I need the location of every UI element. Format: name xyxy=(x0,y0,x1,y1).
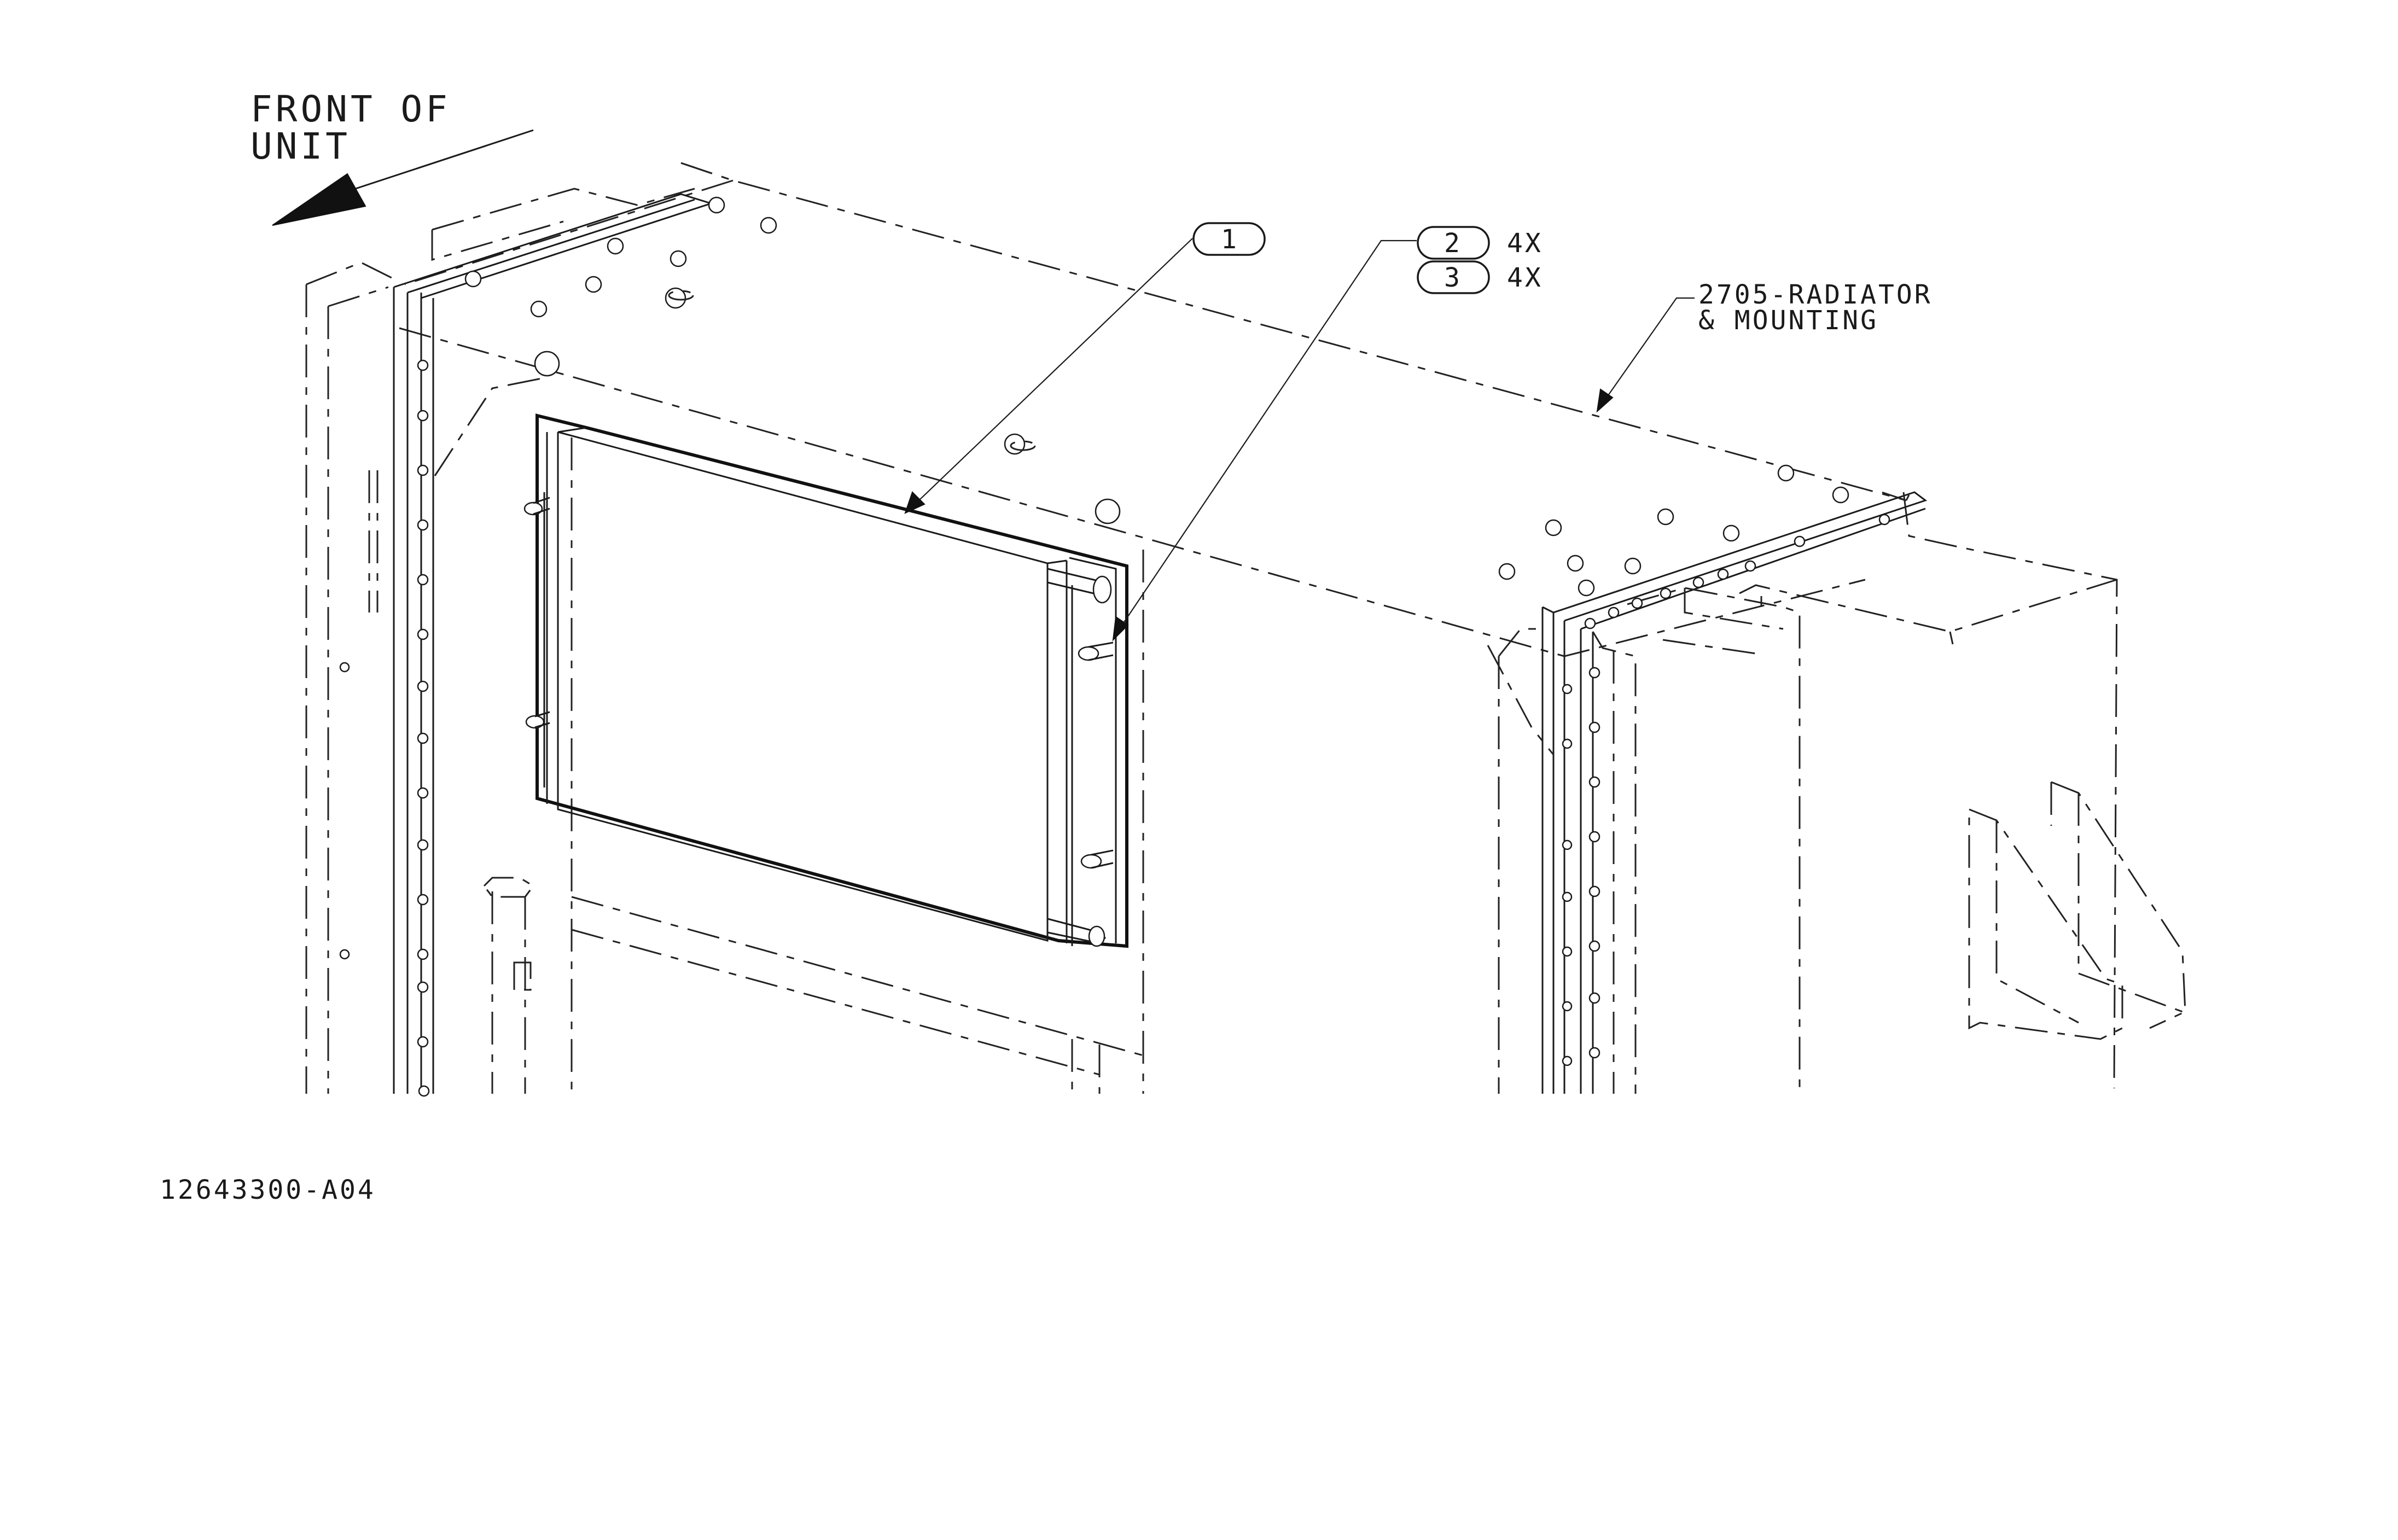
callout-number-2: 2 xyxy=(1444,228,1462,259)
right-mounting-structure xyxy=(1487,491,2186,1094)
reference-label-line2: & MOUNTING xyxy=(1698,305,1878,336)
left-post-bolts xyxy=(339,359,430,1097)
callout-qty-2: 4X xyxy=(1507,228,1543,259)
callout-balloon-3: 3 4X xyxy=(1417,260,1543,294)
top-plate-bolts xyxy=(464,196,1849,597)
callout-qty-3: 4X xyxy=(1507,262,1543,293)
callout-leaders xyxy=(904,238,1695,641)
callout-number-3: 3 xyxy=(1444,262,1462,293)
left-mounting-post xyxy=(305,188,714,1094)
radiator-core xyxy=(523,413,1128,948)
reference-label-line1: 2705-RADIATOR xyxy=(1698,279,1933,310)
right-structure-bolts xyxy=(1562,514,1890,1066)
callout-balloon-1: 1 xyxy=(1192,222,1266,256)
front-direction-arrow xyxy=(272,129,534,226)
callout-number-1: 1 xyxy=(1221,224,1239,255)
radiator-studs xyxy=(523,497,1114,947)
drawing-number: 12643300-A04 xyxy=(160,1175,376,1205)
front-label-line1: FRONT OF xyxy=(251,88,451,130)
callout-balloon-2: 2 4X xyxy=(1417,226,1543,260)
top-plate-outline xyxy=(399,162,1910,1094)
front-label-line2: UNIT xyxy=(251,125,351,167)
